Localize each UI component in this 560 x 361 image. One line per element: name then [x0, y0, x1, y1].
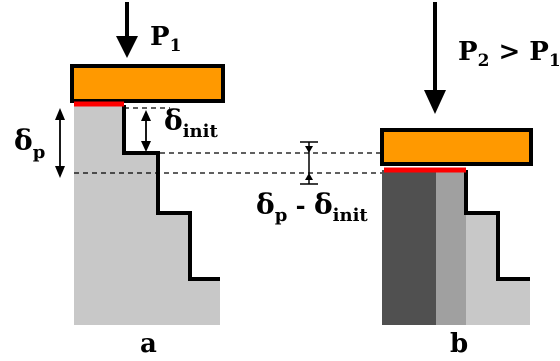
panel-label-b: b	[450, 329, 468, 359]
panel-label-a: a	[140, 329, 157, 359]
force-label-p1: P1	[150, 22, 181, 56]
delta-p-dimension-arrow	[55, 108, 65, 178]
load-arrow-p1	[116, 2, 138, 58]
force-label-p2-relation: P2 > P1	[458, 37, 560, 71]
delta-difference-label: δp - δinit	[256, 188, 368, 226]
delta-difference-dimension	[300, 141, 318, 185]
loading-plate-b	[380, 128, 533, 166]
delta-p-label-a: δp	[14, 124, 45, 163]
asperity-outline-b	[464, 170, 530, 281]
delta-init-dimension-arrow	[141, 110, 151, 152]
loading-plate-a	[70, 64, 225, 103]
panel-a: P1 δp δinit a	[14, 2, 225, 359]
asperity-body-a	[74, 105, 220, 325]
delta-init-label-a: δinit	[164, 104, 218, 142]
load-arrow-p2	[424, 2, 446, 114]
asperity-body-b-dark	[382, 170, 436, 325]
panel-b: P2 > P1 b	[380, 2, 560, 359]
